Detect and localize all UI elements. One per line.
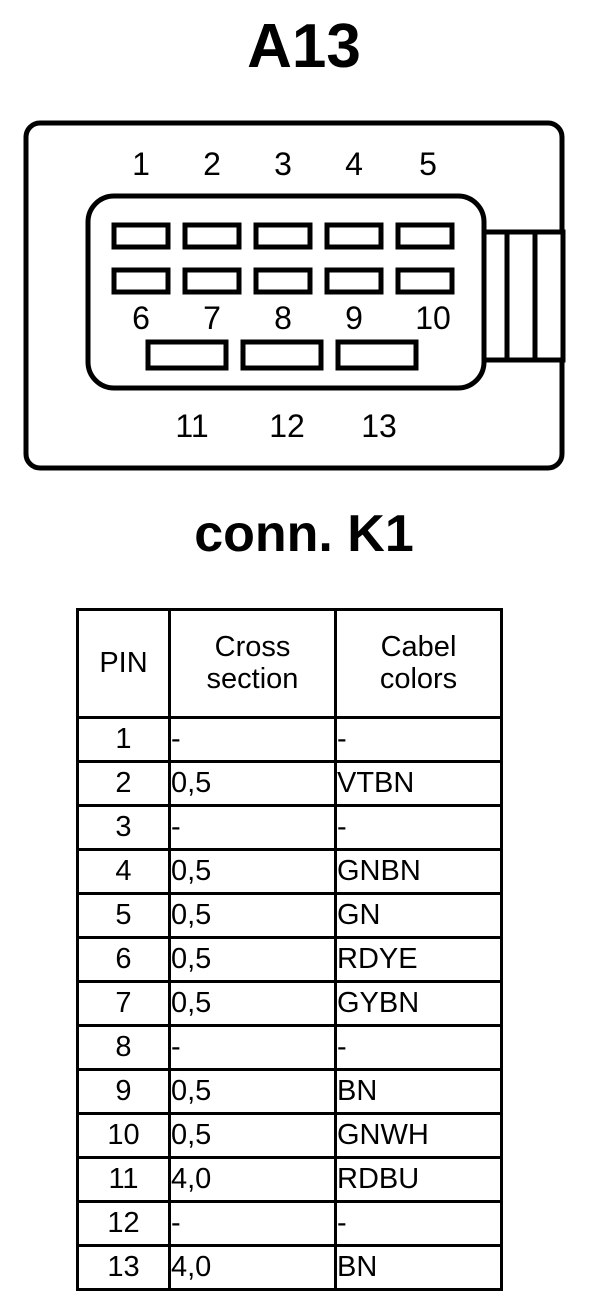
pin-number-label-13: 13 <box>361 408 397 444</box>
cable-exit-tab <box>476 229 566 363</box>
pin-number-label-3: 3 <box>274 146 292 182</box>
cell-cable-colors: - <box>334 1200 503 1247</box>
column-header-cross-line1: Cross <box>214 631 291 664</box>
pin-number-label-11: 11 <box>175 408 208 444</box>
cell-cross-section: 4,0 <box>168 1156 337 1203</box>
cell-cable-colors: RDYE <box>334 936 503 983</box>
cell-cross-section: 0,5 <box>168 936 337 983</box>
cell-pin: 2 <box>76 760 171 807</box>
pin-slot-4 <box>324 222 384 250</box>
pin-number-label-1: 1 <box>132 146 150 182</box>
connector-name-label: conn. K1 <box>194 505 414 563</box>
cell-pin: 13 <box>76 1244 171 1291</box>
cell-cable-colors: GN <box>334 892 503 939</box>
cell-pin: 7 <box>76 980 171 1027</box>
pin-slot-9 <box>324 267 384 295</box>
pin-number-label-2: 2 <box>203 146 221 182</box>
cell-cable-colors: GYBN <box>334 980 503 1027</box>
pin-slot-13 <box>335 339 419 371</box>
pin-slot-7 <box>182 267 242 295</box>
pin-slot-5 <box>395 222 455 250</box>
pin-number-label-12: 12 <box>269 408 305 444</box>
cell-cable-colors: VTBN <box>334 760 503 807</box>
column-header-cross-line2: section <box>206 662 299 695</box>
connector-drawing: 1 2 3 4 5 6 7 8 9 10 11 12 13 <box>23 120 566 471</box>
pin-number-label-9: 9 <box>345 300 363 336</box>
column-header-pin: PIN <box>76 608 171 719</box>
cell-pin: 6 <box>76 936 171 983</box>
cell-pin: 5 <box>76 892 171 939</box>
pin-number-label-10: 10 <box>415 300 451 336</box>
cell-pin: 1 <box>76 716 171 763</box>
cell-pin: 12 <box>76 1200 171 1247</box>
cell-cable-colors: GNWH <box>334 1112 503 1159</box>
pin-slot-11 <box>145 339 229 371</box>
cell-cross-section: - <box>168 804 337 851</box>
cell-cross-section: 4,0 <box>168 1244 337 1291</box>
connector-diagram: 1 2 3 4 5 6 7 8 9 10 11 12 13 <box>0 110 608 490</box>
pin-slot-1 <box>111 222 171 250</box>
cell-cable-colors: BN <box>334 1244 503 1291</box>
pin-number-label-5: 5 <box>419 146 437 182</box>
pin-slot-row-middle <box>111 267 455 295</box>
pin-number-label-4: 4 <box>345 146 363 182</box>
pin-slot-8 <box>253 267 313 295</box>
cell-cross-section: - <box>168 1024 337 1071</box>
table-row: 1-- <box>76 716 503 763</box>
pin-number-label-6: 6 <box>132 300 150 336</box>
column-header-pin-line1: PIN <box>99 646 148 679</box>
pin-slot-row-bottom <box>145 339 419 371</box>
cell-cable-colors: - <box>334 716 503 763</box>
pin-slot-12 <box>240 339 324 371</box>
pin-slot-10 <box>395 267 455 295</box>
cell-cable-colors: - <box>334 804 503 851</box>
cell-cable-colors: BN <box>334 1068 503 1115</box>
cell-pin: 3 <box>76 804 171 851</box>
cell-pin: 9 <box>76 1068 171 1115</box>
column-header-color-line1: Cabel <box>380 631 457 664</box>
cell-pin: 8 <box>76 1024 171 1071</box>
cell-pin: 10 <box>76 1112 171 1159</box>
pin-number-label-8: 8 <box>274 300 292 336</box>
column-header-color-line2: colors <box>379 662 458 695</box>
cell-cable-colors: - <box>334 1024 503 1071</box>
cell-cross-section: 0,5 <box>168 1068 337 1115</box>
pin-number-label-7: 7 <box>203 300 221 336</box>
pin-slot-6 <box>111 267 171 295</box>
cell-cross-section: 0,5 <box>168 980 337 1027</box>
column-header-cable-colors: Cabel colors <box>334 608 503 719</box>
cell-pin: 11 <box>76 1156 171 1203</box>
cell-cross-section: 0,5 <box>168 848 337 895</box>
cell-cross-section: - <box>168 716 337 763</box>
pin-slot-3 <box>253 222 313 250</box>
pin-slot-2 <box>182 222 242 250</box>
table-row: 12-- <box>76 1200 503 1247</box>
cell-cross-section: 0,5 <box>168 1112 337 1159</box>
cell-cable-colors: RDBU <box>334 1156 503 1203</box>
column-header-cross-section: Cross section <box>168 608 337 719</box>
cell-cross-section: 0,5 <box>168 760 337 807</box>
page-title: A13 <box>247 12 361 81</box>
cell-pin: 4 <box>76 848 171 895</box>
cell-cross-section: 0,5 <box>168 892 337 939</box>
cell-cable-colors: GNBN <box>334 848 503 895</box>
table-row: 8-- <box>76 1024 503 1071</box>
table-header-row: PIN Cross section Cabel colors <box>76 608 503 719</box>
table-row: 3-- <box>76 804 503 851</box>
cell-cross-section: - <box>168 1200 337 1247</box>
pin-slot-row-top <box>111 222 455 250</box>
